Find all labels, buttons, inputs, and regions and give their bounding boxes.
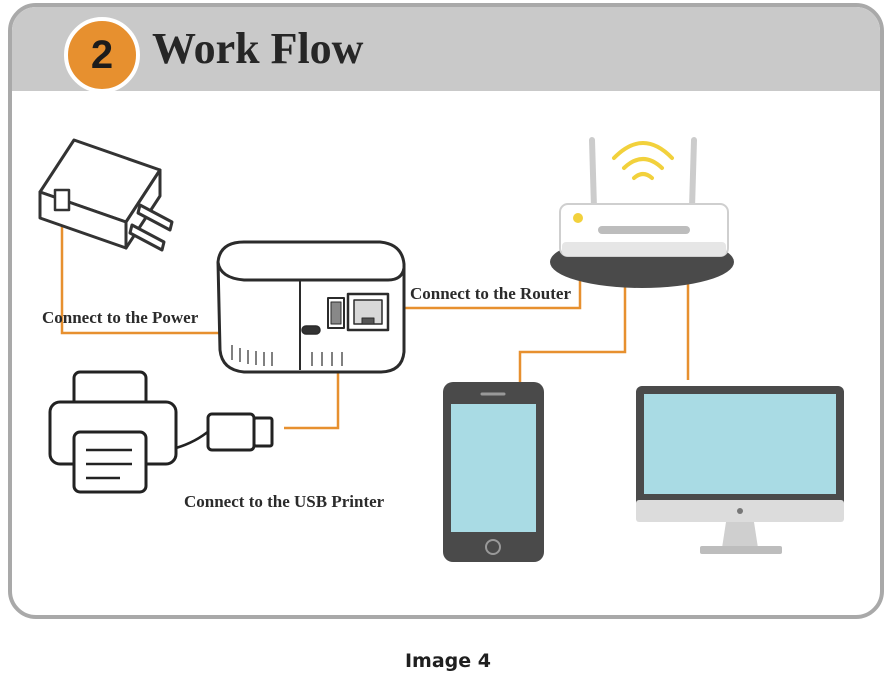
- wifi-icon: [612, 141, 674, 180]
- image-caption: Image 4: [404, 650, 491, 672]
- printer-connection-label: Connect to the USB Printer: [184, 492, 385, 511]
- router-connection-label: Connect to the Router: [410, 284, 571, 303]
- smartphone-icon: [443, 382, 544, 562]
- print-server-icon: [216, 240, 406, 374]
- phone-link: [518, 262, 627, 382]
- step-badge: 2: [64, 17, 140, 93]
- usb-plug-icon: [175, 412, 274, 452]
- desktop-monitor-icon: [636, 386, 844, 554]
- printer-icon: [48, 370, 178, 494]
- router-icon: [550, 137, 734, 288]
- header-band: [12, 7, 880, 91]
- step-number: 2: [90, 32, 114, 77]
- power-adapter-icon: [38, 138, 174, 252]
- page-title: Work Flow: [152, 24, 364, 73]
- power-connection-label: Connect to the Power: [42, 308, 199, 327]
